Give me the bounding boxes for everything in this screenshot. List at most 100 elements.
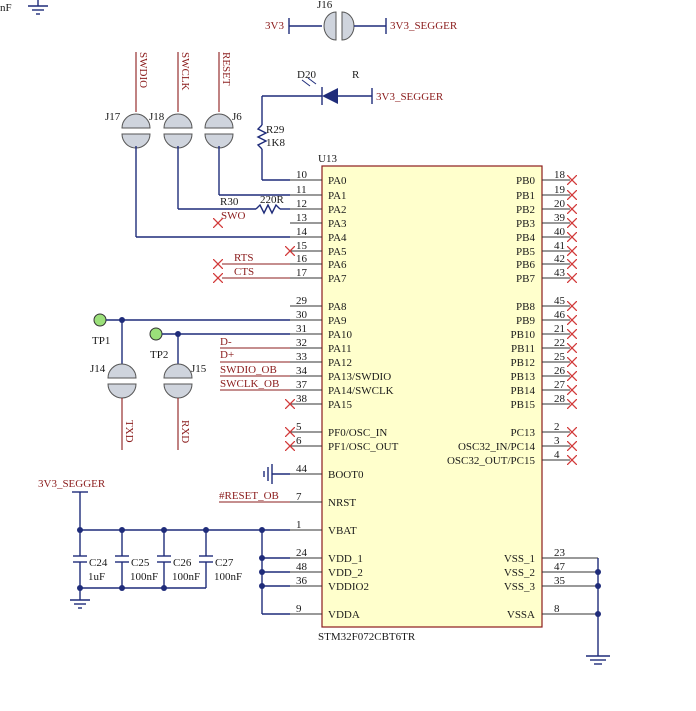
tp2-ref: TP2 xyxy=(150,349,168,361)
pin-number: 5 xyxy=(296,421,302,433)
capacitor-c27[interactable]: C27 100nF xyxy=(199,530,242,588)
cap-ref: C27 xyxy=(215,557,234,569)
pin-name: PA14/SWCLK xyxy=(328,385,394,397)
cap-ref: C25 xyxy=(131,557,150,569)
jumper-j6[interactable]: RESET J6 xyxy=(204,52,290,196)
pin-name: PA5 xyxy=(328,246,347,258)
pin-name: PA9 xyxy=(328,315,347,327)
pin-number: 24 xyxy=(296,547,308,559)
net-dminus: D- xyxy=(220,336,232,348)
pin-name: PF0/OSC_IN xyxy=(328,427,387,439)
pin-name: PB14 xyxy=(511,385,536,397)
pin-number: 23 xyxy=(554,547,566,559)
jumper-j18[interactable]: SWCLK J18 xyxy=(149,52,193,209)
chip-right-pins: 18PB019PB120PB239PB340PB441PB542PB643PB7… xyxy=(447,169,598,621)
pin-name: PB0 xyxy=(516,175,535,187)
pin-name: PB3 xyxy=(516,218,535,230)
pin-name: PB11 xyxy=(511,343,535,355)
jumper-j16[interactable]: J16 3V3 3V3_SEGGER xyxy=(265,0,458,41)
stm32-chip-body[interactable] xyxy=(321,165,543,628)
cap-value: 100nF xyxy=(214,571,242,583)
pin-name: PA10 xyxy=(328,329,353,341)
pin-number: 22 xyxy=(554,337,565,349)
testpoint-tp1[interactable]: TP1 xyxy=(92,313,110,347)
led-d20[interactable]: D20 R 3V3_SEGGER xyxy=(262,69,444,105)
pin-name: VDD_2 xyxy=(328,567,363,579)
pin-name: PA3 xyxy=(328,218,347,230)
partial-label: nF xyxy=(0,2,12,14)
pin-name: PB12 xyxy=(511,357,535,369)
pin-number: 6 xyxy=(296,435,302,447)
j17-ref: J17 xyxy=(105,111,121,123)
tp1-ref: TP1 xyxy=(92,335,110,347)
pin-name: PA12 xyxy=(328,357,352,369)
resistor-r29[interactable]: R29 1K8 xyxy=(256,96,290,181)
pin-number: 1 xyxy=(296,519,302,531)
pin-number: 31 xyxy=(296,323,307,335)
jumper-j17[interactable]: SWDIO J17 xyxy=(105,52,151,237)
testpoint-tp2[interactable]: TP2 xyxy=(149,327,168,361)
j6-net: RESET xyxy=(220,52,232,86)
net-cts: CTS xyxy=(234,266,254,278)
pin-number: 44 xyxy=(296,463,308,475)
pin-number: 48 xyxy=(296,561,308,573)
pin-name: PA7 xyxy=(328,273,347,285)
pin-name: PA0 xyxy=(328,175,347,187)
cap-ground-symbol xyxy=(70,588,90,609)
jumper-j15[interactable]: J15 RXD xyxy=(163,334,207,450)
pin-name: VSS_3 xyxy=(504,581,536,593)
jumper-j14[interactable]: J14 TXD xyxy=(90,320,137,450)
